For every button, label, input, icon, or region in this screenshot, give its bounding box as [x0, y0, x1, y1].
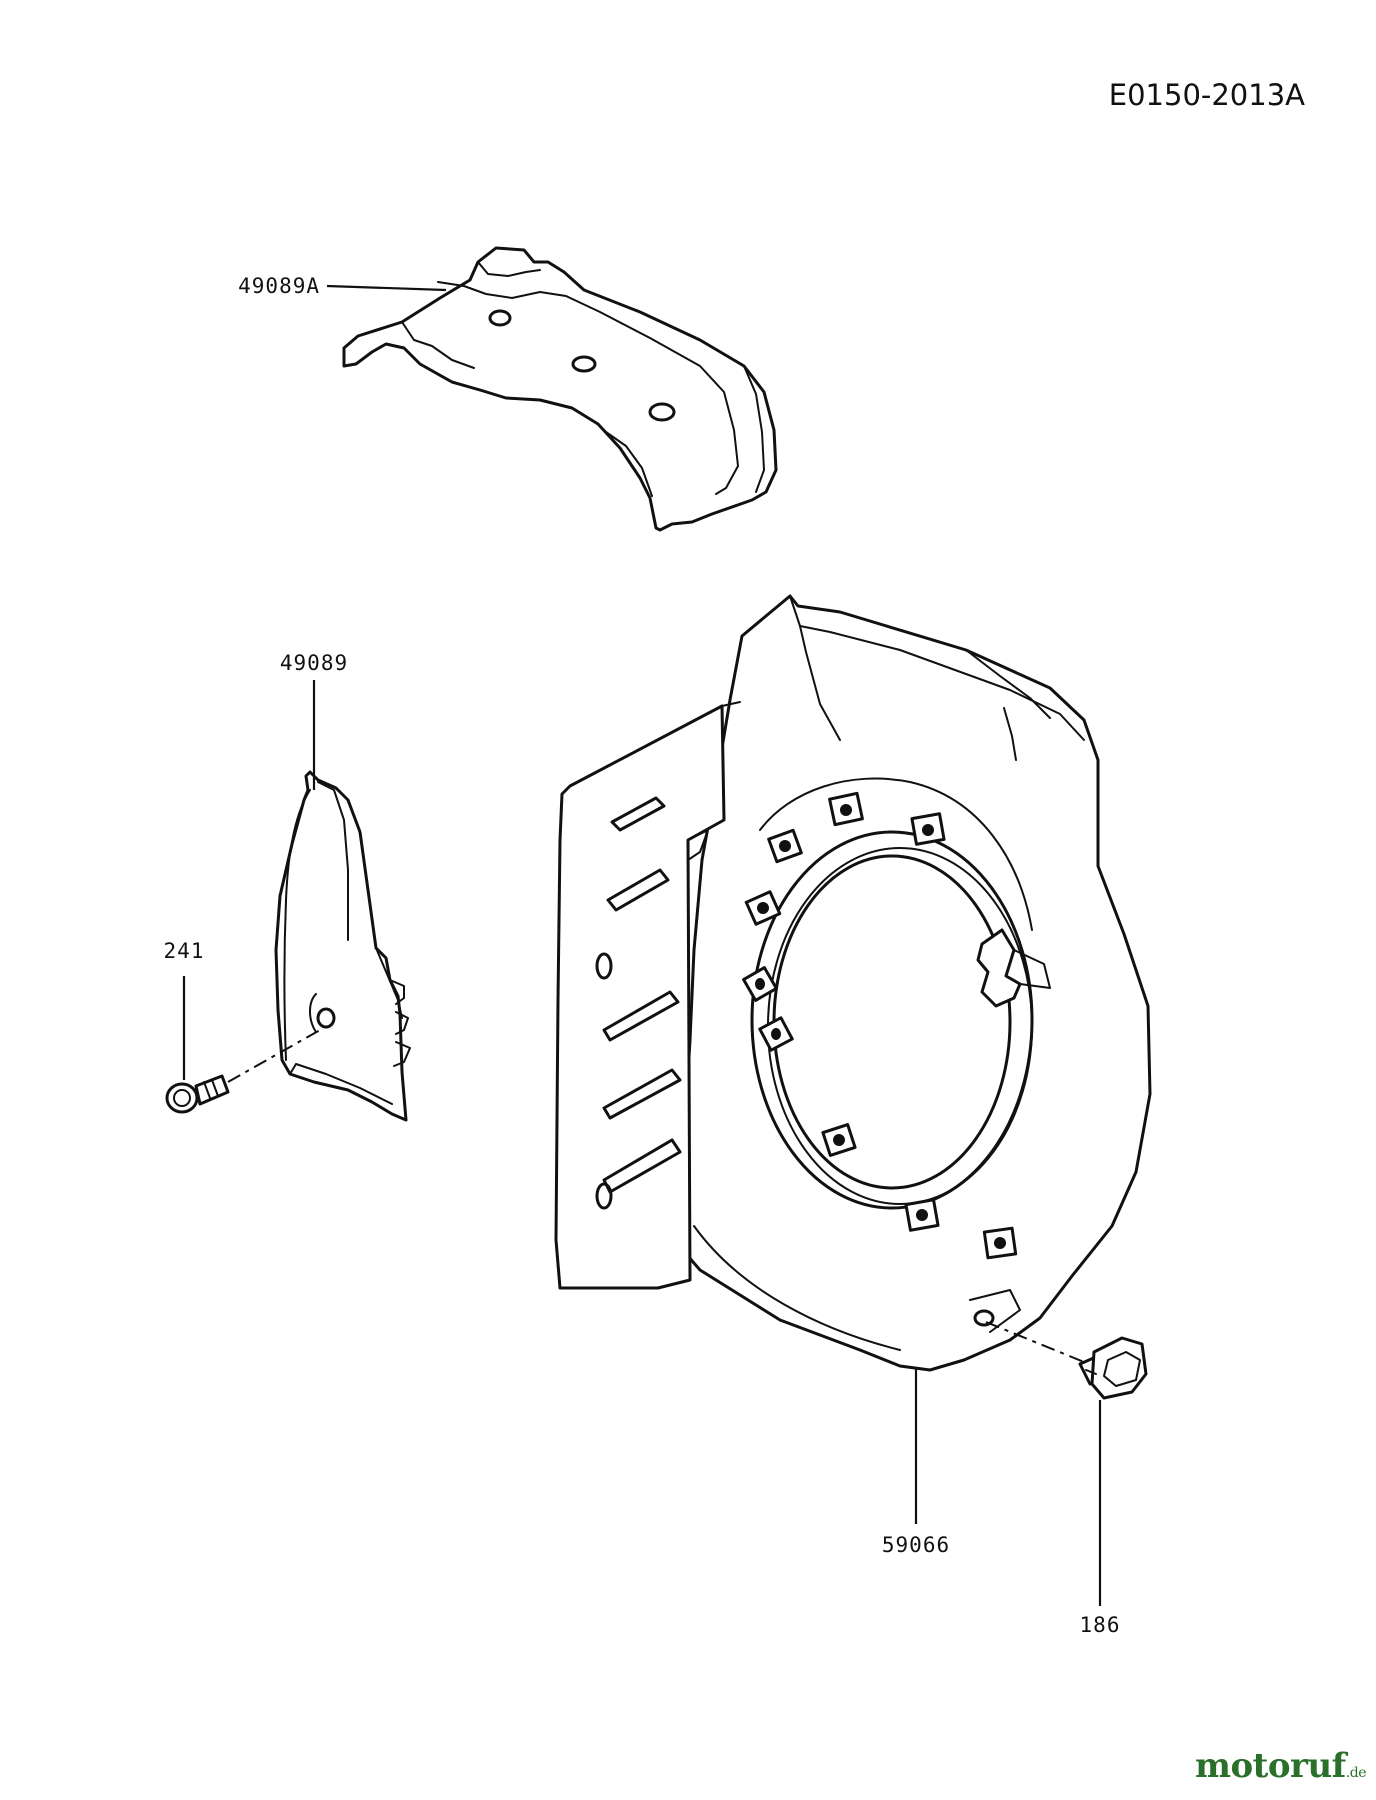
callout-side-cover: 49089 [280, 651, 348, 675]
part-cover-plate-top [342, 246, 778, 532]
callout-bolt-186: 186 [1080, 1613, 1121, 1637]
bolt-241-axis [227, 1029, 321, 1083]
part-side-cover [274, 770, 411, 1122]
callout-cover-top: 49089A [238, 274, 320, 298]
leader-cover-top [326, 284, 447, 292]
bolt-186 [1078, 1336, 1148, 1400]
watermark-name: motoruf [1195, 1746, 1346, 1786]
watermark-logo: motoruf.de [1195, 1746, 1367, 1786]
bolt-241 [165, 1074, 230, 1114]
part-fan-housing [554, 594, 1152, 1372]
callout-bolt-241: 241 [164, 939, 205, 963]
callout-fan-housing: 59066 [882, 1533, 950, 1557]
watermark-tld: .de [1345, 1765, 1367, 1781]
bolt-186-axis [985, 1321, 1085, 1363]
diagram-code: E0150-2013A [1109, 78, 1305, 112]
